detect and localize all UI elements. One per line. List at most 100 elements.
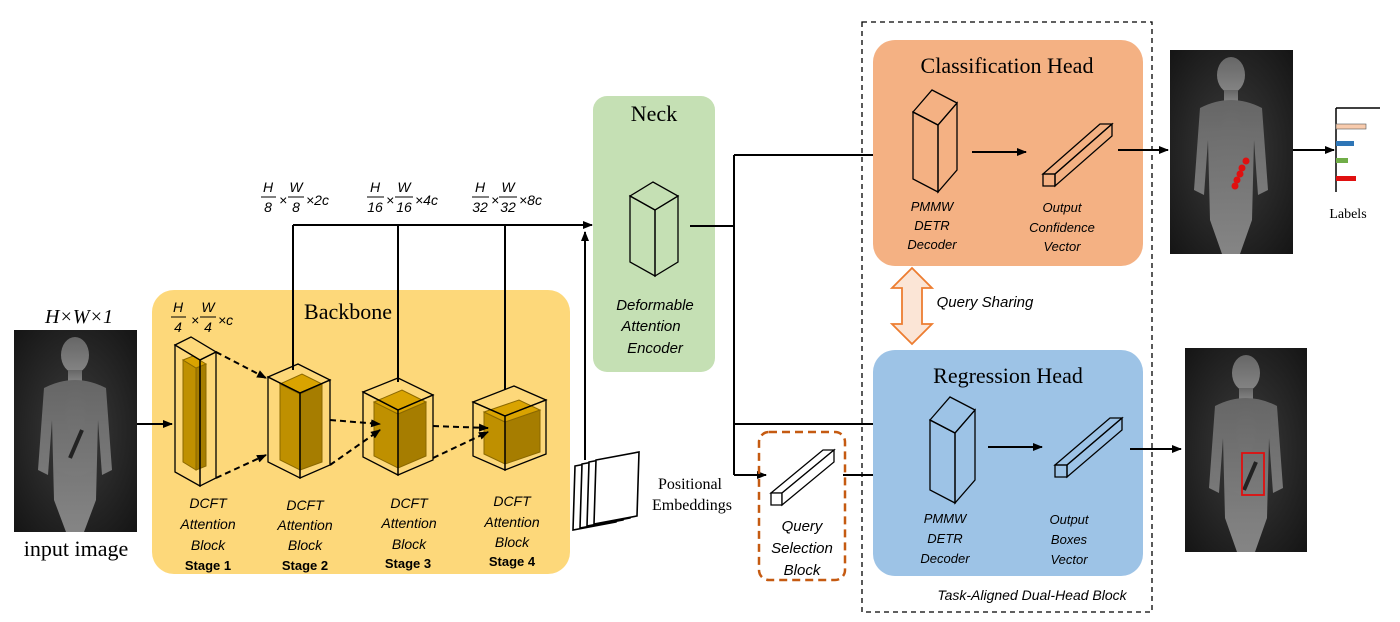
svg-text:Block: Block [191, 537, 226, 553]
svg-text:DCFT: DCFT [390, 495, 429, 511]
label-bar-3 [1336, 158, 1348, 163]
svg-text:Encoder: Encoder [627, 340, 684, 357]
svg-text:H: H [173, 299, 184, 315]
regression-head: Regression Head PMMW DETR Decoder Output… [873, 350, 1143, 576]
svg-text:Output: Output [1042, 200, 1082, 215]
svg-text:Boxes: Boxes [1051, 532, 1088, 547]
stage3-name: Stage 3 [385, 556, 431, 571]
svg-text:Confidence: Confidence [1029, 220, 1095, 235]
svg-text:Embeddings: Embeddings [652, 497, 732, 514]
stage4-name: Stage 4 [489, 554, 536, 569]
svg-text:Attention: Attention [179, 516, 235, 532]
query-selection-block: Query Selection Block [757, 430, 847, 582]
svg-text:W: W [201, 299, 216, 315]
backbone-dims: H 4 × W 4 ×c [171, 299, 233, 335]
cls-output-vector [1041, 122, 1114, 188]
svg-text:W: W [501, 179, 516, 195]
label-bar-1 [1335, 123, 1367, 130]
svg-text:Attention: Attention [380, 515, 436, 531]
neck-title: Neck [631, 101, 677, 126]
svg-text:×4c: ×4c [415, 192, 438, 208]
svg-text:Selection: Selection [771, 540, 833, 557]
cls-output-image [1170, 50, 1293, 254]
reg-output-image [1185, 348, 1307, 552]
svg-text:×: × [491, 192, 499, 208]
stage2-name: Stage 2 [282, 558, 328, 573]
label-bar-4 [1336, 176, 1356, 181]
svg-text:Block: Block [392, 536, 427, 552]
svg-text:×: × [386, 192, 394, 208]
stage1-label: DCFT Attention Block [179, 495, 235, 553]
stage2-cube [266, 363, 332, 480]
svg-text:W: W [397, 179, 412, 195]
svg-text:Attention: Attention [620, 318, 680, 335]
svg-text:32: 32 [472, 199, 488, 215]
stage1-name: Stage 1 [185, 558, 231, 573]
svg-text:Block: Block [784, 562, 822, 579]
input-image [14, 330, 137, 532]
reg-title: Regression Head [933, 363, 1083, 388]
svg-text:DCFT: DCFT [286, 497, 325, 513]
svg-text:W: W [289, 179, 304, 195]
scale-label-32: H 32 × W 32 ×8c [472, 179, 542, 215]
svg-text:H: H [475, 179, 486, 195]
neck-block: Neck Deformable Attention Encoder [593, 96, 715, 372]
svg-text:16: 16 [367, 199, 383, 215]
svg-text:H: H [263, 179, 274, 195]
svg-text:Attention: Attention [276, 517, 332, 533]
stage3-label: DCFT Attention Block [380, 495, 436, 552]
labels-caption: Labels [1329, 207, 1366, 222]
svg-text:8: 8 [264, 199, 272, 215]
scale-label-16: H 16 × W 16 ×4c [367, 179, 438, 215]
svg-text:×2c: ×2c [306, 192, 329, 208]
reg-decoder-slab [928, 396, 977, 505]
svg-text:×: × [191, 312, 199, 328]
cls-decoder-slab [911, 89, 959, 194]
svg-text:Deformable: Deformable [616, 297, 694, 314]
query-sharing: Query Sharing [889, 266, 1034, 346]
svg-text:Vector: Vector [1050, 552, 1088, 567]
svg-text:Decoder: Decoder [920, 551, 970, 566]
backbone-title: Backbone [304, 299, 392, 324]
stage2-label: DCFT Attention Block [276, 497, 332, 553]
dual-head-caption: Task-Aligned Dual-Head Block [937, 587, 1127, 603]
svg-text:PMMW: PMMW [911, 199, 955, 214]
svg-text:Block: Block [495, 534, 530, 550]
svg-text:×8c: ×8c [519, 192, 542, 208]
svg-text:Positional: Positional [658, 476, 723, 493]
svg-text:Vector: Vector [1043, 239, 1081, 254]
svg-text:Query: Query [782, 518, 824, 535]
svg-text:PMMW: PMMW [924, 511, 968, 526]
cls-title: Classification Head [921, 53, 1094, 78]
stage-connectors [215, 351, 489, 479]
detection-box [1241, 452, 1265, 496]
stage3-cube [361, 377, 435, 477]
svg-text:×: × [279, 192, 287, 208]
svg-text:DCFT: DCFT [493, 493, 532, 509]
svg-text:4: 4 [204, 319, 212, 335]
labels-chart: Labels [1329, 107, 1380, 222]
input-section: H×W×1 input image [14, 306, 137, 561]
svg-text:Query Sharing: Query Sharing [937, 294, 1034, 311]
scale-labels: H 8 × W 8 ×2c H 16 × W 16 ×4c H 32 × W 3… [261, 179, 542, 215]
dual-head-container [861, 21, 1153, 613]
scale-label-8: H 8 × W 8 ×2c [261, 179, 329, 215]
svg-text:32: 32 [500, 199, 516, 215]
backbone-block: Backbone H 4 × W 4 ×c [152, 290, 570, 574]
label-bar-2 [1336, 141, 1354, 146]
stage4-cube [471, 385, 548, 471]
positional-embeddings: Positional Embeddings [572, 451, 732, 531]
stage4-label: DCFT Attention Block [483, 493, 539, 550]
input-dims: H×W×1 [44, 306, 113, 328]
reg-output-vector [1053, 416, 1124, 479]
svg-text:Block: Block [288, 537, 323, 553]
svg-text:H: H [370, 179, 381, 195]
svg-text:DETR: DETR [927, 531, 962, 546]
svg-text:DCFT: DCFT [189, 495, 228, 511]
classification-head: Classification Head PMMW DETR Decoder Ou… [873, 40, 1143, 266]
input-caption: input image [24, 536, 128, 561]
svg-text:Decoder: Decoder [907, 237, 957, 252]
encoder-slab [628, 181, 680, 278]
svg-text:Attention: Attention [483, 514, 539, 530]
